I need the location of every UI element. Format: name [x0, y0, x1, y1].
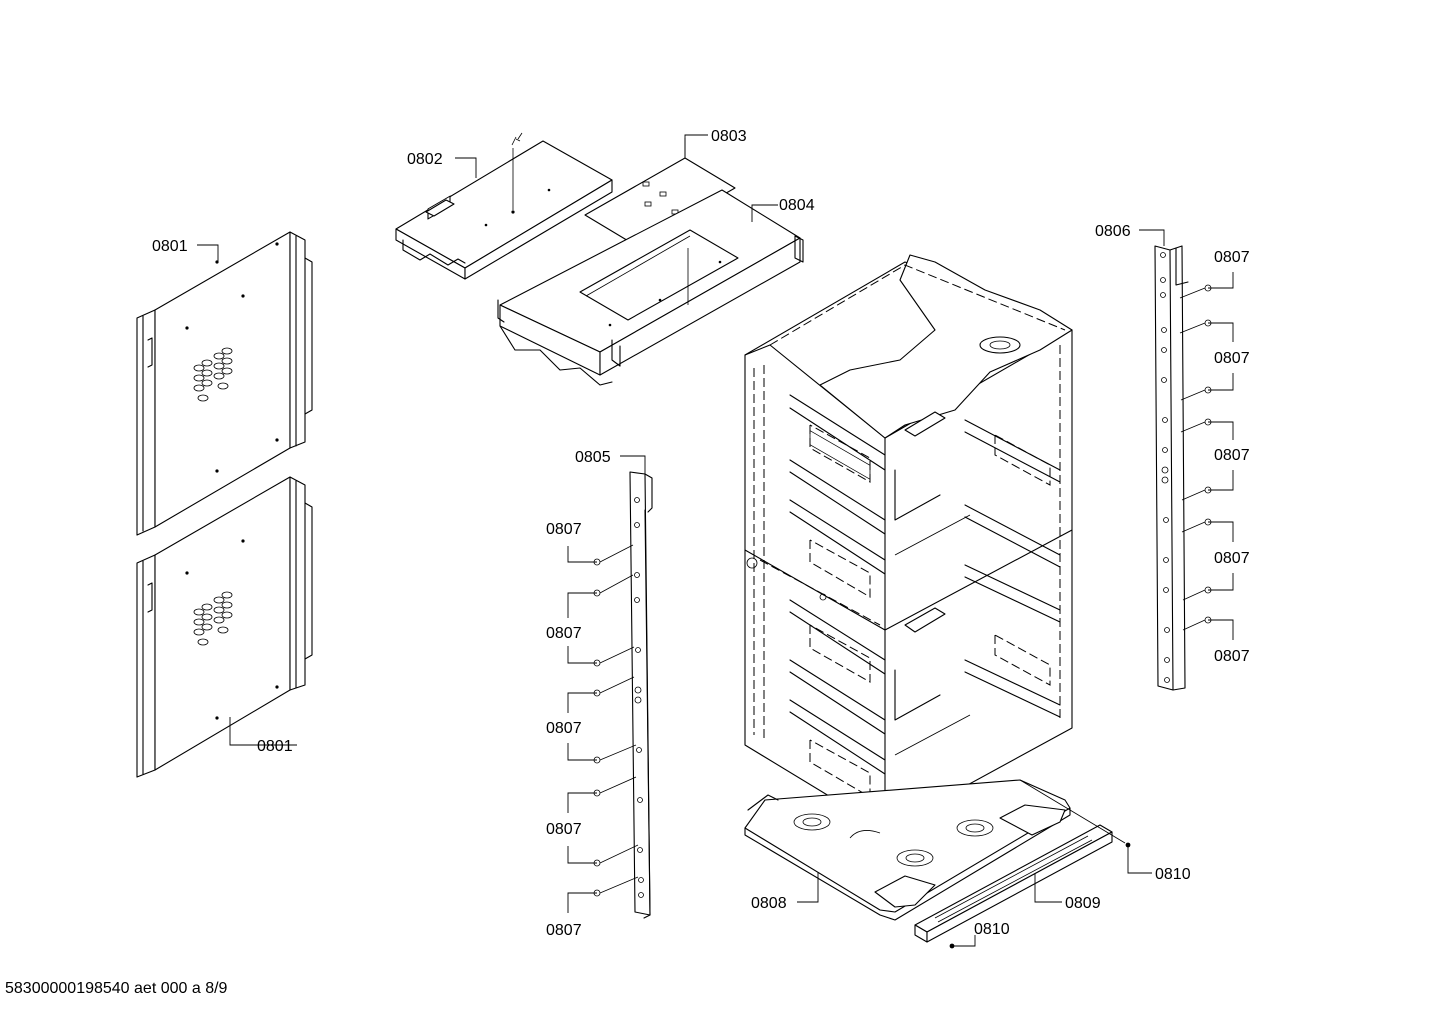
label-0802: 0802 — [407, 151, 443, 168]
label-0807-r4: 0807 — [1214, 550, 1250, 567]
document-code: 58300000198540 aet 000 a 8/9 — [5, 980, 228, 997]
callout-labels: 0801 0801 0802 0803 0804 0805 0806 0807 … — [152, 128, 1250, 939]
label-0810-right: 0810 — [1155, 866, 1191, 883]
top-frame-tray — [497, 189, 804, 386]
label-0804: 0804 — [779, 197, 815, 214]
label-0807-r2: 0807 — [1214, 350, 1250, 367]
top-cover-bracket — [395, 132, 613, 280]
label-0801-top: 0801 — [152, 238, 188, 255]
label-0807-r3: 0807 — [1214, 447, 1250, 464]
front-trim-strip — [914, 824, 1113, 943]
label-0806: 0806 — [1095, 223, 1131, 240]
label-0805: 0805 — [575, 449, 611, 466]
oven-cavity-body — [744, 254, 1073, 831]
label-0809: 0809 — [1065, 895, 1101, 912]
label-0807-l5: 0807 — [546, 922, 582, 939]
label-0807-l4: 0807 — [546, 821, 582, 838]
label-0807-l3: 0807 — [546, 720, 582, 737]
label-0808: 0808 — [751, 895, 787, 912]
label-0810-bottom: 0810 — [974, 921, 1010, 938]
leader-lines — [197, 134, 1234, 947]
bottom-plate — [744, 779, 1071, 921]
label-0807-l2: 0807 — [546, 625, 582, 642]
label-0807-r1: 0807 — [1214, 249, 1250, 266]
left-side-rail — [629, 471, 653, 919]
side-panel-upper — [136, 231, 313, 536]
right-side-rail — [1154, 245, 1189, 691]
label-0803: 0803 — [711, 128, 747, 145]
label-0807-l1: 0807 — [546, 521, 582, 538]
label-0801-bottom: 0801 — [257, 738, 293, 755]
side-panel-lower — [136, 476, 313, 778]
screws-left — [593, 544, 639, 897]
label-0807-r5: 0807 — [1214, 648, 1250, 665]
insulation-plate — [584, 138, 736, 246]
